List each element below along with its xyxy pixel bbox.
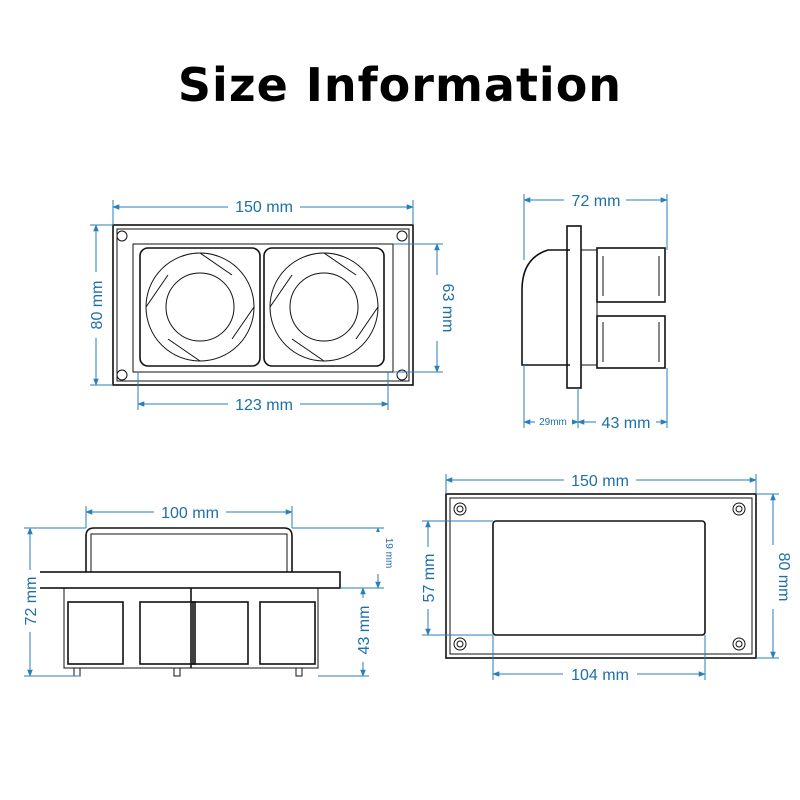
bottom-fan-1 <box>67 601 124 665</box>
bottom-fan-2 <box>139 601 196 665</box>
fan-right-icon <box>263 247 385 367</box>
dim-side-depth-left: 29mm <box>539 417 567 428</box>
screw-icon <box>116 230 128 242</box>
screw-icon <box>732 502 746 516</box>
front-inner-panel <box>132 243 394 373</box>
side-view: 72 mm 29mm 43 mm <box>521 190 668 432</box>
front-frame <box>112 224 414 386</box>
dim-front-fan-width: 123 mm <box>235 397 293 414</box>
dim-back-opening-width: 104 mm <box>571 667 629 684</box>
bottom-fan-3 <box>192 601 249 665</box>
front-view: 150 mm 80 mm 63 mm 123 mm <box>86 197 456 414</box>
screw-icon <box>396 369 408 381</box>
dim-bottom-handle-width: 100 mm <box>161 505 219 522</box>
screw-icon <box>116 369 128 381</box>
dim-front-width: 150 mm <box>235 199 293 216</box>
dim-back-height: 80 mm <box>775 553 792 602</box>
dim-front-height: 80 mm <box>89 281 106 330</box>
dim-front-fan-height: 63 mm <box>439 284 456 333</box>
side-fan-top <box>596 247 666 303</box>
bottom-view: 100 mm 19 mm 72 mm 43 mm <box>20 502 394 677</box>
fan-left-icon <box>139 247 261 367</box>
page-title: Size Information <box>177 58 623 112</box>
dim-bottom-flange: 19 mm <box>383 538 394 569</box>
dim-side-depth-right: 43 mm <box>602 415 651 432</box>
back-frame <box>445 493 757 659</box>
back-view: 150 mm 80 mm 57 mm 104 mm <box>418 470 792 684</box>
screw-icon <box>453 637 467 651</box>
screw-icon <box>396 230 408 242</box>
side-fan-bottom <box>596 315 666 369</box>
back-opening <box>492 520 706 636</box>
screw-icon <box>453 502 467 516</box>
bottom-handle <box>85 527 293 572</box>
bottom-flange <box>37 571 341 589</box>
dim-back-width: 150 mm <box>571 473 629 490</box>
dim-side-width: 72 mm <box>572 193 621 210</box>
side-hood <box>521 249 570 366</box>
dim-bottom-height: 72 mm <box>23 577 40 626</box>
dim-bottom-body: 43 mm <box>356 606 373 655</box>
bottom-fan-4 <box>259 601 316 665</box>
screw-icon <box>732 637 746 651</box>
dim-back-opening-height: 57 mm <box>421 554 438 603</box>
